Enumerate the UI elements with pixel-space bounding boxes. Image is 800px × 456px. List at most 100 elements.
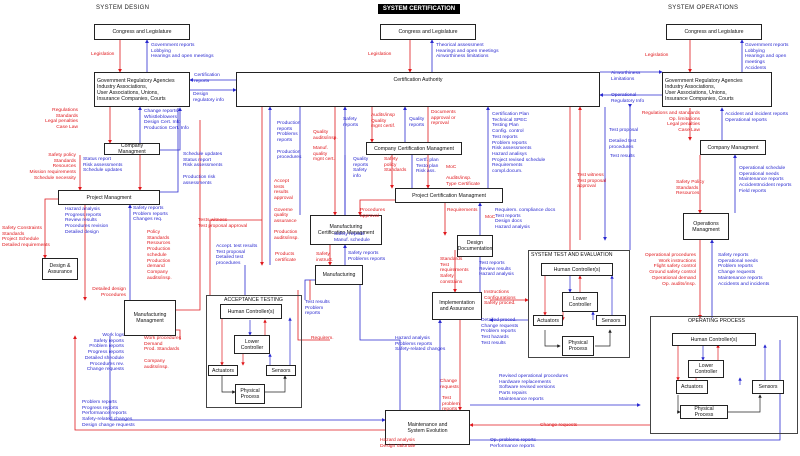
flow-label: Safety policy Standards Resources Missio… — [29, 153, 76, 181]
box-acceptance-actuators: Actuators — [208, 365, 238, 376]
flow-label: Accept tests results approval Governe qu… — [274, 179, 299, 242]
box-gov-agencies-ops: Government Regulatory Agencies Industry … — [662, 72, 772, 107]
flow-label: Instructions Configurations Safety proce… — [484, 290, 516, 307]
flow-label: Status report Risk assessments Schedule … — [83, 157, 123, 174]
flow-label: Policy Standards Resources Production sc… — [147, 230, 172, 281]
box-systest-physical-process: Physical Process — [562, 336, 594, 356]
box-company-management-ops: Company Managment — [700, 140, 766, 155]
flow-label: Legislation — [645, 53, 669, 58]
flow-label: Test problem reports — [442, 396, 460, 413]
flow-label: Regulations Standards Legal penalties Ca… — [45, 108, 78, 131]
flow-label: Operational Regulatory Info — [611, 93, 645, 104]
box-ops-lower-controller: Lower Controller — [688, 360, 724, 378]
flow-label: Schedule updates Status report Risk asse… — [183, 152, 223, 186]
flow-label: Safety reports Problems reports — [348, 251, 386, 262]
box-design-documentation: Design Documentation — [457, 235, 493, 257]
flow-label: Safety reports — [343, 117, 359, 128]
box-acceptance-sensors: Sensors — [266, 365, 296, 376]
flow-label: Safety reports Problem reports Changes r… — [133, 206, 168, 223]
flow-label: Manuf. quality mgnt cert. — [313, 146, 335, 163]
flow-label: Detailed proced. Change requests Problem… — [481, 318, 519, 346]
flow-label: Theorical assessment Hearings and open m… — [436, 43, 499, 60]
box-maintenance-evolution: Maintenance and System Evolution — [385, 410, 470, 445]
box-acceptance-physical-process: Physical Process — [235, 384, 265, 404]
flow-label: Accident and incident reports Operationa… — [725, 112, 789, 123]
box-acceptance-human-controller: Human Controller(s) — [220, 304, 282, 319]
header-system-operations: SYSTEM OPERATIONS — [668, 5, 739, 11]
flow-label: Legislation — [91, 52, 115, 57]
box-systest-human-controller: Human Controller(s) — [541, 263, 613, 276]
box-systest-actuators: Actuators — [533, 315, 563, 326]
flow-label: Production reports Problems reports Prod… — [277, 121, 302, 161]
flow-label: Hazard analysis Problems reports Safety-… — [395, 336, 446, 353]
flow-label: Change requests — [440, 379, 459, 390]
box-design-assurance: Design & Assurance — [42, 258, 78, 280]
flow-label: Test results Problem reports — [305, 300, 330, 317]
flow-label: Legislation — [368, 52, 392, 57]
frame-title-operating: OPERATING PROCESS — [688, 318, 745, 324]
frame-title-system-test: SYSTEM TEST AND EVALUATION — [531, 252, 613, 258]
flow-label: Safety instruct. — [316, 252, 334, 263]
flow-label: Quality reports Safety info — [353, 157, 369, 180]
flow-label: Safety reports Operational needs Problem… — [718, 253, 770, 287]
flow-label: Requirem. compliance docs Test reports D… — [495, 208, 556, 231]
header-system-certification: SYSTEM CERTIFICATION — [378, 4, 460, 14]
flow-label: Government reports Lobbying Hearings and… — [151, 43, 214, 60]
flow-label: MoC — [485, 215, 496, 220]
flow-label: Problem reports Progress reports Perform… — [82, 400, 135, 428]
flow-label: Airworthiness Limitations — [611, 71, 641, 82]
flow-label: Requirements — [447, 208, 478, 213]
flow-label: MoC Audits/insp. Type Certificate — [446, 165, 480, 188]
box-ops-sensors: Sensors — [752, 380, 784, 394]
flow-label: Test results — [610, 154, 635, 159]
flow-label: Revised operational procedures Hardware … — [499, 374, 569, 402]
flow-label: Requirem. — [311, 336, 334, 341]
box-ops-actuators: Actuators — [676, 380, 708, 394]
flow-label: Certification reports — [194, 73, 220, 84]
frame-title-acceptance: ACCEPTANCE TESTING — [224, 297, 283, 303]
flow-label: Tests witness Test proposal approval — [198, 218, 248, 229]
box-manufacturing-management: Manufacturing Managment — [124, 300, 176, 336]
box-systest-sensors: Sensors — [596, 315, 626, 326]
box-ops-human-controller: Human Controller(s) — [672, 333, 756, 346]
frame-operating-process — [650, 316, 798, 434]
flow-label: Op. problems reports Performance reports — [490, 438, 536, 449]
box-manufacturing: Manufacturing — [315, 265, 363, 285]
flow-label: Work logs Safety reports Problem reports… — [84, 333, 124, 373]
frame-system-test — [528, 250, 630, 358]
box-congress-ops: Congress and Legislature — [666, 24, 762, 40]
flow-label: Regulations and standards Op. limitation… — [641, 111, 700, 134]
flow-label: Safety Constraints Standards Project Sch… — [2, 226, 50, 249]
box-congress-design: Congress and Legislature — [94, 24, 190, 40]
box-certification-authority: Certification Authority — [236, 72, 600, 107]
flow-label: Change reports Whistleblowers Design Cer… — [144, 109, 189, 132]
flow-label: Certification Plan Technical SPEC Testin… — [492, 112, 546, 175]
flow-label: Hazard analysis Design rationale — [380, 438, 416, 449]
flow-label: Quality reports — [409, 117, 425, 128]
box-gov-agencies-design: Government Regulatory Agencies Industry … — [94, 72, 190, 107]
header-system-design: SYSTEM DESIGN — [96, 5, 150, 11]
box-congress-cert: Congress and Legislature — [380, 24, 476, 40]
flow-label: Safety policy Standards — [384, 157, 407, 174]
flow-label: Operational procedures Work instructions… — [644, 253, 696, 287]
flow-label: Safety reports Manuf. schedule — [334, 232, 370, 243]
flow-label: Test witness Test proposal approval — [577, 173, 607, 190]
flow-label: Certf. plan Testo plan Risk ass. — [416, 158, 439, 175]
flow-label: Quality audits/insp. — [313, 130, 338, 141]
box-acceptance-lower-controller: Lower Controller — [234, 335, 270, 354]
flow-label: Accept. test results Test proposal Detai… — [216, 244, 258, 267]
box-ops-physical-process: Physical Process — [680, 405, 728, 419]
flow-label: Detailed design Procedures — [92, 287, 126, 298]
flow-label: Work procedures Demand Prod. Standards C… — [144, 336, 182, 370]
box-project-cert-management: Project Certification Managment — [395, 188, 503, 203]
flow-label: Test proposal Detailed test procedures — [609, 128, 639, 151]
flow-label: Procedures approval — [360, 208, 386, 219]
box-company-management-design: Company Managment — [104, 143, 160, 155]
box-company-cert-management: Company Certification Managment — [366, 142, 462, 155]
flow-label: Safety Policy Standards Resources — [676, 180, 705, 197]
box-implementation-assurance: Implementation and Assurance — [432, 292, 482, 320]
flow-label: Products certificate — [275, 252, 296, 263]
frame-acceptance-testing — [206, 295, 302, 408]
flow-label: Operational schedule Operational needs M… — [739, 166, 792, 194]
